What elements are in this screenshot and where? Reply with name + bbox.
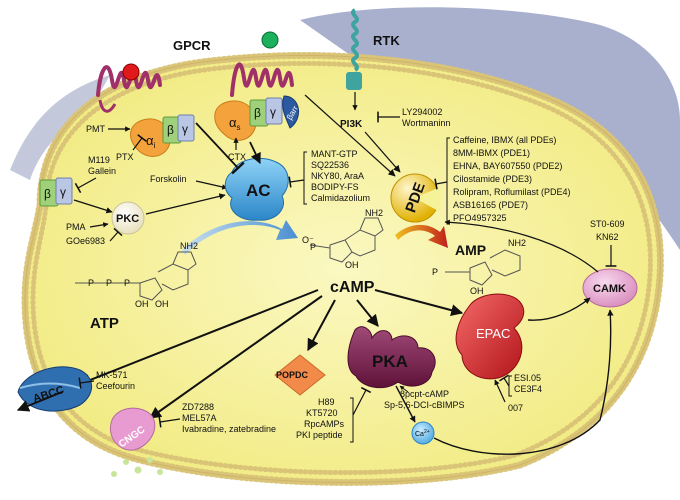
m119-label: M119 (88, 155, 110, 165)
pka-label: PKA (372, 352, 408, 371)
camp-oh: OH (345, 260, 359, 270)
atp-oh2: OH (155, 299, 169, 309)
pde-inhibitor: Rolipram, Roflumilast (PDE4) (453, 187, 571, 197)
ac-label: AC (246, 181, 271, 200)
amp-nh2: NH2 (508, 238, 526, 248)
atp-p2: P (106, 278, 112, 288)
camk-node: CAMK (582, 268, 638, 308)
ac-inhibitor: SQ22536 (311, 160, 349, 170)
gallein-label: Gallein (88, 166, 116, 176)
pde-inhibitor: 8MM-IBMX (PDE1) (453, 148, 530, 158)
pde-inhibitor: Caffeine, IBMX (all PDEs) (453, 135, 556, 145)
calcium-ion: Ca2+ (411, 421, 435, 445)
alpha-i-label: αi (146, 133, 156, 150)
ptx-label: PTX (116, 152, 134, 162)
gpcr-receptor-2 (230, 31, 294, 97)
camp-molecule (309, 217, 384, 263)
amp-molecule (445, 249, 521, 286)
camp-o-minus: O⁻ (302, 235, 314, 245)
gpcr-label: GPCR (173, 38, 211, 53)
pka-inhibitor: PKI peptide (296, 430, 343, 440)
adenylyl-cyclase: AC (224, 157, 289, 221)
beta-free-label: β (44, 187, 51, 201)
atp-p1: P (88, 278, 94, 288)
ac-inhibitor: NKY80, AraA (311, 171, 364, 181)
pka-inhibitor: RpcAMPs (304, 419, 345, 429)
ivabradine-label: Ivabradine, zatebradine (182, 424, 276, 434)
atp-nh2: NH2 (180, 241, 198, 251)
ac-inhibitor: Calmidazolium (311, 193, 370, 203)
ctx-label: CTX (228, 152, 246, 162)
amp-p: P (432, 267, 438, 277)
camp-to-amp-arrow (395, 224, 448, 248)
beta-s-label: β (254, 106, 261, 120)
pka-inhibitor: KT5720 (306, 408, 338, 418)
pkc-node: PKC (111, 201, 145, 235)
st0-609-label: ST0-609 (590, 219, 625, 229)
pma-label: PMA (66, 222, 86, 232)
goe6983-label: GOe6983 (66, 236, 105, 246)
ac-inhibitor: MANT-GTP (311, 149, 358, 159)
beta-i-label: β (167, 123, 174, 137)
ligand-green-icon (261, 31, 279, 49)
ligand-red-icon (122, 63, 140, 81)
ceefourin-label: Ceefourin (96, 381, 135, 391)
atp-molecule (75, 251, 197, 301)
atp-p3: P (124, 278, 130, 288)
8pcpt-camp-label: 8pcpt-cAMP (400, 389, 449, 399)
ac-inhibitor: BODIPY-FS (311, 182, 359, 192)
pkc-label: PKC (116, 213, 139, 225)
forskolin-label: Forskolin (150, 174, 187, 184)
pde-inhibitor: PFO4957325 (453, 213, 507, 223)
zd7288-label: ZD7288 (182, 402, 214, 412)
free-beta-gamma: β γ (39, 177, 73, 207)
kn62-label: KN62 (596, 232, 619, 242)
pde-inhibitor: ASB16165 (PDE7) (453, 200, 528, 210)
epac-label: EPAC (476, 326, 510, 341)
mk571-label: MK-571 (96, 370, 128, 380)
camk-label: CAMK (593, 283, 626, 295)
mel57a-label: MEL57A (182, 413, 217, 423)
popdc-node: POPDC (274, 354, 326, 396)
ac-inhibitor-list: MANT-GTP SQ22536 NKY80, AraA BODIPY-FS C… (288, 149, 370, 205)
popdc-label: POPDC (276, 370, 309, 380)
atp-label: ATP (90, 315, 119, 332)
atp-oh1: OH (135, 299, 149, 309)
pka-node: PKA (347, 326, 436, 389)
gamma-s-label: γ (270, 105, 276, 119)
wortmaninn-label: Wortmaninn (402, 118, 450, 128)
ce3f4-label: CE3F4 (514, 384, 542, 394)
phosphodiesterase: PDE (390, 173, 442, 223)
gpcr-receptor-1 (96, 63, 162, 113)
pka-inhibitor: H89 (318, 397, 335, 407)
amp-oh: OH (470, 286, 484, 296)
pmt-label: PMT (86, 124, 106, 134)
esi05-label: ESI.05 (514, 373, 541, 383)
pde-inhibitor: Cilostamide (PDE3) (453, 174, 532, 184)
pde-inhibitor: EHNA, BAY607550 (PDE2) (453, 161, 562, 171)
gamma-i-label: γ (182, 122, 188, 136)
epac-node: EPAC (455, 293, 525, 380)
pka-inhibitor-list: H89 KT5720 RpcAMPs PKI peptide (296, 386, 372, 443)
atp-to-camp-arrow (182, 220, 298, 255)
sp-dcl-cbimps-label: Sp-5,6-DCI-cBIMPS (384, 400, 465, 410)
camp-p: P (310, 242, 316, 252)
ca-label: Ca2+ (415, 429, 430, 438)
ly294002-label: LY294002 (402, 107, 442, 117)
rtk-receptor (346, 8, 362, 90)
rtk-label: RTK (373, 33, 400, 48)
abcc-transporter: ABCC (16, 366, 93, 412)
epac-007-label: 007 (508, 403, 523, 413)
camp-label: cAMP (330, 279, 375, 296)
g-protein-s: αs β γ βarr (214, 95, 300, 141)
cngc-channel: CNGC (110, 407, 163, 477)
camp-nh2: NH2 (365, 208, 383, 218)
amp-label: AMP (455, 242, 486, 258)
gamma-free-label: γ (60, 185, 66, 199)
alpha-s-label: αs (229, 115, 241, 132)
pi3k-label: PI3K (340, 119, 363, 130)
g-protein-i: αi β γ (130, 114, 195, 157)
